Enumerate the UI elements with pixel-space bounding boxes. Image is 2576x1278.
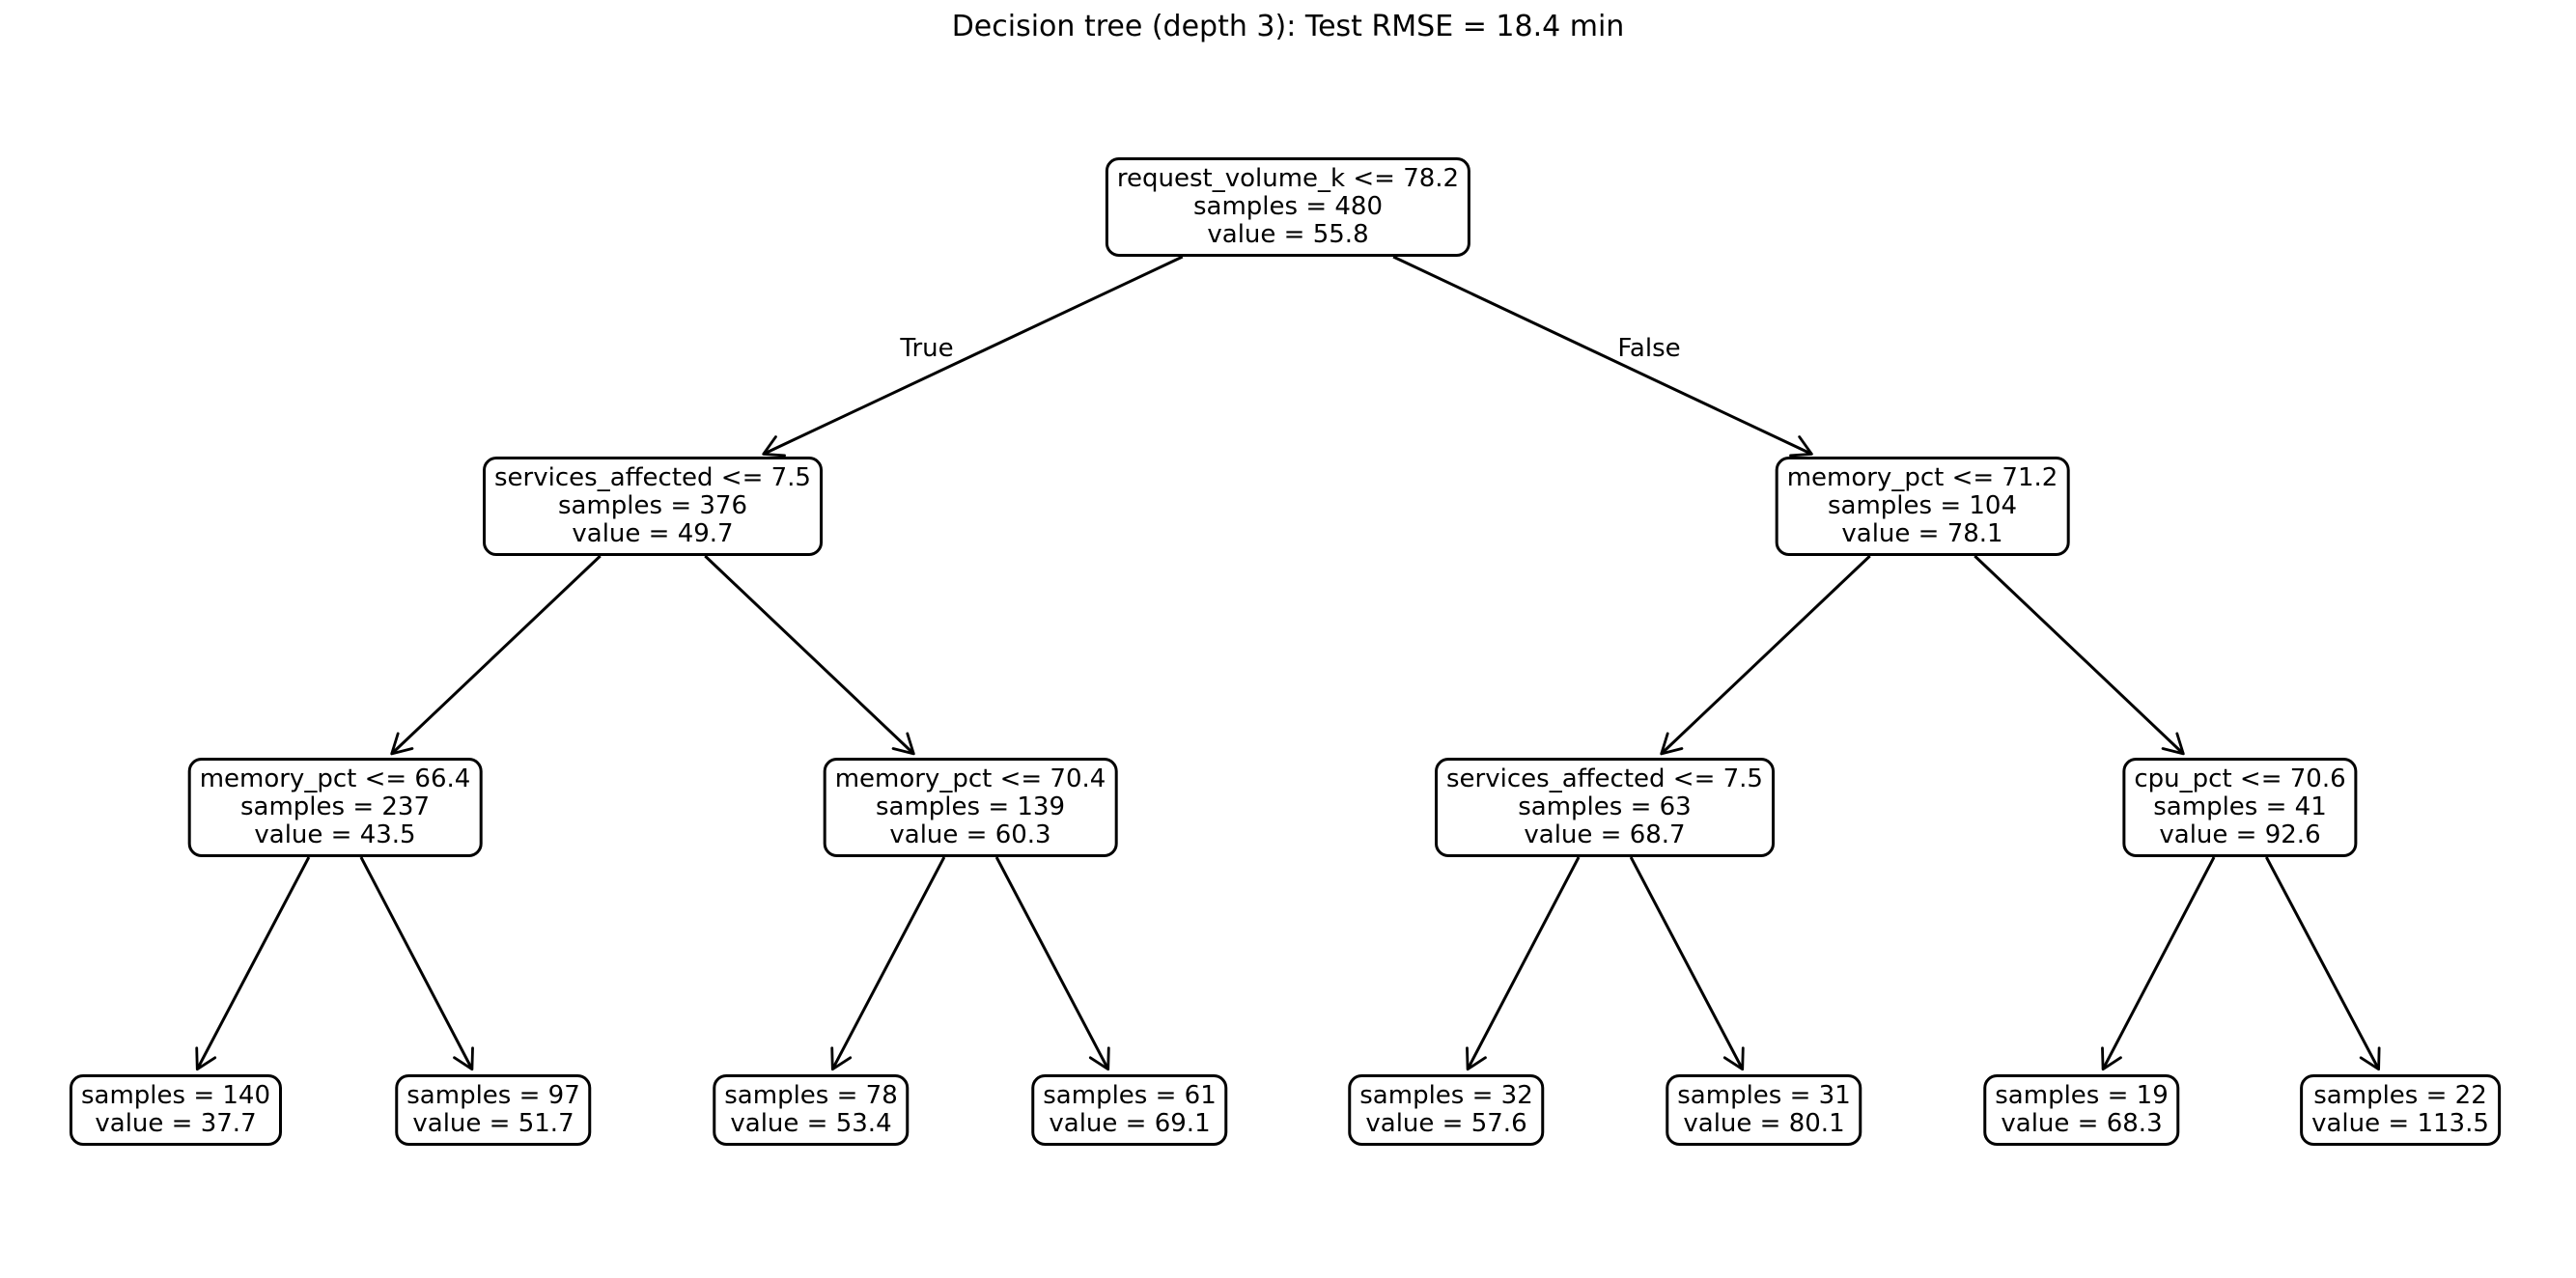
- tree-edge-lr-lrl: [830, 856, 946, 1071]
- tree-edge-ll-llr: [359, 856, 474, 1071]
- node-condition-text: services_affected <= 7.5: [1446, 764, 1763, 793]
- node-samples-text: samples = 22: [2313, 1081, 2487, 1110]
- node-value-text: value = 68.3: [2001, 1109, 2163, 1138]
- tree-edge-root-r: [1392, 255, 1813, 458]
- tree-edge-r-rl: [1660, 554, 1871, 756]
- node-samples-text: samples = 104: [1827, 491, 2017, 520]
- node-value-text: value = 49.7: [572, 519, 734, 548]
- node-value-text: value = 57.6: [1365, 1109, 1527, 1138]
- tree-edge-ll-lll: [195, 856, 311, 1071]
- node-samples-text: samples = 32: [1359, 1081, 1533, 1110]
- node-value-text: value = 78.1: [1841, 519, 2003, 548]
- node-samples-text: samples = 19: [1995, 1081, 2169, 1110]
- node-samples-text: samples = 97: [406, 1081, 580, 1110]
- tree-edge-r-rr: [1974, 554, 2185, 756]
- tree-edge-rr-rrr: [2264, 856, 2381, 1071]
- node-condition-text: request_volume_k <= 78.2: [1116, 164, 1460, 193]
- node-samples-text: samples = 41: [2153, 792, 2327, 821]
- tree-edge-rl-rlr: [1629, 856, 1745, 1071]
- node-condition-text: memory_pct <= 71.2: [1786, 463, 2058, 492]
- node-samples-text: samples = 63: [1518, 792, 1692, 821]
- tree-edge-rl-rll: [1466, 856, 1581, 1071]
- node-value-text: value = 80.1: [1683, 1109, 1845, 1138]
- node-samples-text: samples = 31: [1677, 1081, 1851, 1110]
- node-samples-text: samples = 376: [557, 491, 747, 520]
- tree-edge-l-ll: [390, 554, 602, 756]
- edge-label-false: False: [1617, 334, 1681, 363]
- node-value-text: value = 68.7: [1524, 820, 1686, 849]
- node-condition-text: memory_pct <= 66.4: [199, 764, 471, 793]
- tree-edge-lr-lrr: [994, 856, 1110, 1071]
- tree-edge-l-lr: [704, 554, 915, 756]
- node-value-text: value = 69.1: [1049, 1109, 1211, 1138]
- node-value-text: value = 37.7: [95, 1109, 257, 1138]
- tree-edges: [195, 255, 2381, 1071]
- node-samples-text: samples = 237: [239, 792, 430, 821]
- node-value-text: value = 51.7: [412, 1109, 574, 1138]
- node-value-text: value = 92.6: [2159, 820, 2321, 849]
- edge-label-true: True: [900, 334, 954, 363]
- tree-edge-rr-rrl: [2101, 856, 2216, 1071]
- node-value-text: value = 60.3: [889, 820, 1051, 849]
- node-samples-text: samples = 139: [875, 792, 1065, 821]
- node-value-text: value = 113.5: [2311, 1109, 2489, 1138]
- tree-edge-root-l: [762, 255, 1184, 458]
- node-condition-text: memory_pct <= 70.4: [834, 764, 1106, 793]
- node-condition-text: services_affected <= 7.5: [494, 463, 811, 492]
- figure-title: Decision tree (depth 3): Test RMSE = 18.…: [951, 10, 1625, 43]
- node-value-text: value = 43.5: [254, 820, 416, 849]
- node-value-text: value = 55.8: [1207, 220, 1369, 249]
- node-samples-text: samples = 480: [1192, 192, 1384, 221]
- node-samples-text: samples = 140: [80, 1081, 271, 1110]
- node-samples-text: samples = 61: [1043, 1081, 1217, 1110]
- node-value-text: value = 53.4: [730, 1109, 892, 1138]
- node-samples-text: samples = 78: [724, 1081, 898, 1110]
- node-condition-text: cpu_pct <= 70.6: [2134, 764, 2346, 793]
